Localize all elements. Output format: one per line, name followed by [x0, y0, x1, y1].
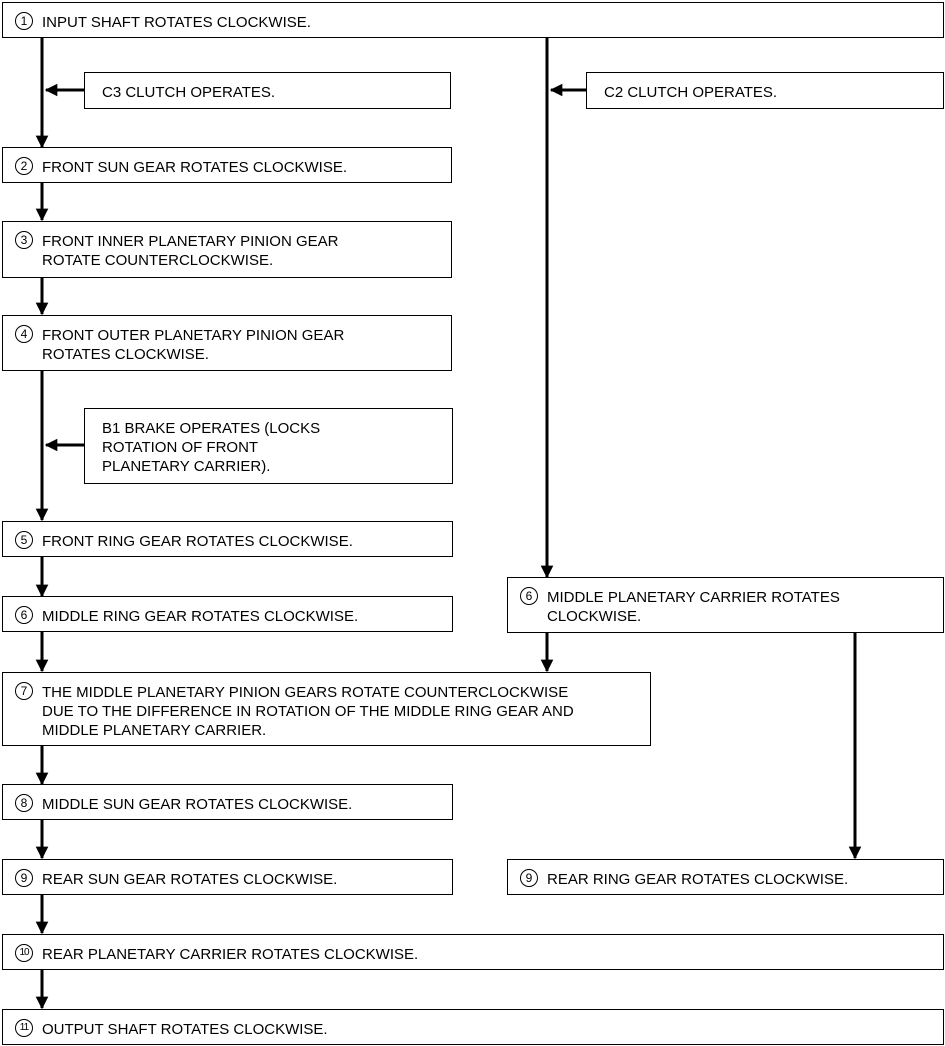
step-box-1: 1 INPUT SHAFT ROTATES CLOCKWISE.	[2, 2, 944, 38]
step-box-6-middle-ring-gear: 6 MIDDLE RING GEAR ROTATES CLOCKWISE.	[2, 596, 453, 632]
step-number-badge: 7	[15, 682, 33, 700]
step-text: THE MIDDLE PLANETARY PINION GEARS ROTATE…	[42, 684, 574, 739]
step-number-badge: 10	[15, 944, 33, 962]
step-box-11: 11 OUTPUT SHAFT ROTATES CLOCKWISE.	[2, 1009, 944, 1045]
step-text: MIDDLE PLANETARY CARRIER ROTATES CLOCKWI…	[547, 589, 840, 625]
step-number-badge: 4	[15, 325, 33, 343]
step-box-9-rear-sun-gear: 9 REAR SUN GEAR ROTATES CLOCKWISE.	[2, 859, 453, 895]
step-number-badge: 6	[520, 587, 538, 605]
step-text: MIDDLE RING GEAR ROTATES CLOCKWISE.	[42, 608, 359, 625]
step-box-5: 5 FRONT RING GEAR ROTATES CLOCKWISE.	[2, 521, 453, 557]
step-number-badge: 2	[15, 157, 33, 175]
step-box-9-rear-ring-gear: 9 REAR RING GEAR ROTATES CLOCKWISE.	[507, 859, 944, 895]
condition-text: B1 BRAKE OPERATES (LOCKS ROTATION OF FRO…	[102, 420, 321, 475]
step-box-4: 4 FRONT OUTER PLANETARY PINION GEAR ROTAT…	[2, 315, 452, 371]
step-text: REAR RING GEAR ROTATES CLOCKWISE.	[547, 871, 849, 888]
step-text: OUTPUT SHAFT ROTATES CLOCKWISE.	[42, 1021, 328, 1038]
condition-box-c2-clutch: C2 CLUTCH OPERATES.	[586, 72, 944, 109]
step-number-badge: 6	[15, 606, 33, 624]
step-box-7: 7 THE MIDDLE PLANETARY PINION GEARS ROTAT…	[2, 672, 651, 746]
step-text: MIDDLE SUN GEAR ROTATES CLOCKWISE.	[42, 796, 353, 813]
step-text: FRONT OUTER PLANETARY PINION GEAR ROTATE…	[42, 327, 345, 363]
step-box-3: 3 FRONT INNER PLANETARY PINION GEAR ROTAT…	[2, 221, 452, 278]
step-box-10: 10 REAR PLANETARY CARRIER ROTATES CLOCKWI…	[2, 934, 944, 970]
step-box-6-middle-planetary-carrier: 6 MIDDLE PLANETARY CARRIER ROTATES CLOCKW…	[507, 577, 944, 633]
step-number-badge: 9	[15, 869, 33, 887]
step-text: FRONT SUN GEAR ROTATES CLOCKWISE.	[42, 159, 348, 176]
step-number-badge: 8	[15, 794, 33, 812]
step-box-8: 8 MIDDLE SUN GEAR ROTATES CLOCKWISE.	[2, 784, 453, 820]
step-text: INPUT SHAFT ROTATES CLOCKWISE.	[42, 14, 311, 31]
condition-text: C2 CLUTCH OPERATES.	[604, 84, 778, 101]
condition-box-b1-brake: B1 BRAKE OPERATES (LOCKS ROTATION OF FRO…	[84, 408, 453, 484]
step-text: FRONT INNER PLANETARY PINION GEAR ROTATE…	[42, 233, 339, 269]
step-text: REAR SUN GEAR ROTATES CLOCKWISE.	[42, 871, 338, 888]
condition-box-c3-clutch: C3 CLUTCH OPERATES.	[84, 72, 451, 109]
step-number-badge: 11	[15, 1019, 33, 1037]
step-number-badge: 9	[520, 869, 538, 887]
step-number-badge: 1	[15, 12, 33, 30]
step-text: REAR PLANETARY CARRIER ROTATES CLOCKWISE…	[42, 946, 419, 963]
step-box-2: 2 FRONT SUN GEAR ROTATES CLOCKWISE.	[2, 147, 452, 183]
condition-text: C3 CLUTCH OPERATES.	[102, 84, 276, 101]
step-number-badge: 5	[15, 531, 33, 549]
step-text: FRONT RING GEAR ROTATES CLOCKWISE.	[42, 533, 353, 550]
step-number-badge: 3	[15, 231, 33, 249]
